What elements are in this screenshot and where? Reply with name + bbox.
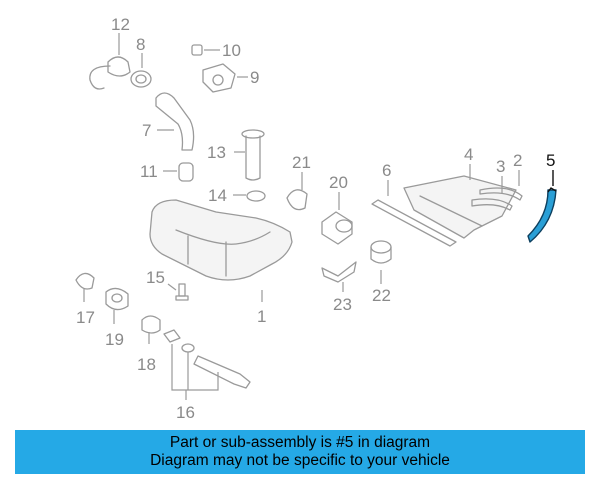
part-1-fuel-tank: [149, 199, 293, 302]
part-7-filler-neck: [155, 92, 195, 151]
callout-18: 18: [137, 355, 156, 374]
part-21-clamp: [286, 172, 308, 211]
callout-20: 20: [329, 173, 348, 192]
callout-11: 11: [140, 162, 158, 181]
callout-21: 21: [292, 153, 311, 172]
callout-22: 22: [372, 286, 391, 305]
banner-line-2: Diagram may not be specific to your vehi…: [150, 452, 450, 469]
part-2-strap: [479, 170, 523, 201]
parts-diagram: 12 8 10 9 7 13 11 14: [75, 15, 557, 422]
callout-23: 23: [333, 295, 352, 314]
part-6-strip: [371, 180, 457, 247]
part-15-drain-plug: [167, 283, 189, 301]
callout-14: 14: [208, 186, 227, 205]
part-10-clip: [191, 44, 220, 56]
part-19-coupling: [105, 287, 129, 324]
callout-9: 9: [250, 68, 259, 87]
callout-4: 4: [464, 145, 473, 164]
part-22-grommet: [370, 240, 392, 284]
part-20-filter: [321, 192, 353, 245]
callout-17: 17: [76, 308, 95, 327]
part-9-housing: [202, 63, 248, 93]
callout-3: 3: [496, 157, 505, 176]
part-16-line-assembly: [163, 329, 251, 400]
callout-10: 10: [222, 41, 241, 60]
part-12-filler-cap: [89, 33, 131, 90]
callout-1: 1: [257, 307, 266, 326]
part-14-o-ring: [233, 190, 266, 202]
callout-8: 8: [136, 35, 145, 54]
info-banner: Part or sub-assembly is #5 in diagram Di…: [15, 430, 585, 474]
part-3-strap: [471, 176, 513, 211]
callout-7: 7: [142, 121, 151, 140]
callout-5: 5: [546, 151, 555, 170]
part-23-bracket: [321, 261, 357, 292]
part-8-seal: [130, 53, 152, 88]
part-4-shield: [403, 164, 517, 239]
callout-6: 6: [382, 161, 391, 180]
callout-16: 16: [176, 403, 195, 422]
callout-2: 2: [513, 151, 522, 170]
callout-15: 15: [146, 268, 165, 287]
part-18-sleeve: [141, 315, 161, 344]
part-11-hose: [163, 162, 194, 182]
callout-13: 13: [207, 143, 226, 162]
callout-12: 12: [111, 15, 130, 34]
part-17-clamp: [75, 272, 95, 302]
callout-19: 19: [105, 330, 124, 349]
banner-line-1: Part or sub-assembly is #5 in diagram: [169, 434, 431, 451]
part-13-sender: [234, 129, 265, 181]
part-5-strap-highlighted: [527, 170, 557, 243]
